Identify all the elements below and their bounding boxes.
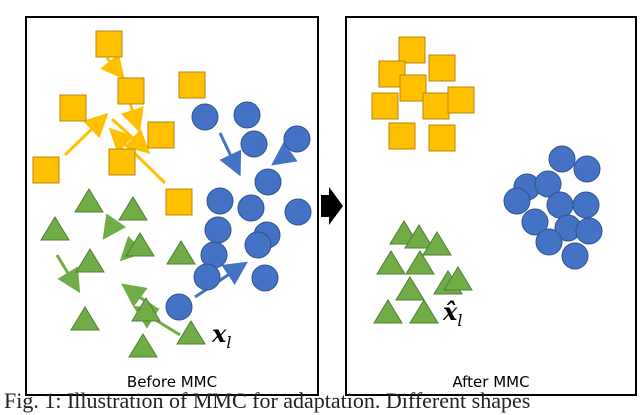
before-squares (32, 30, 206, 216)
square (422, 92, 450, 120)
circle (237, 194, 265, 222)
circle (503, 187, 531, 215)
figure-caption: Fig. 1: Illustration of MMC for adaptati… (4, 388, 531, 413)
arrow-blue (271, 141, 298, 166)
circle (534, 170, 562, 198)
arrow-orange (63, 112, 109, 157)
circle (546, 191, 574, 219)
square (371, 92, 399, 120)
arrow-blue (218, 132, 242, 177)
after-panel-label: After MMC (452, 373, 529, 391)
triangle (373, 299, 403, 324)
square (428, 124, 456, 152)
circle (548, 145, 576, 173)
circle (575, 217, 603, 245)
arrow-orange (108, 127, 167, 185)
before-triangles (40, 188, 206, 358)
circle (191, 103, 219, 131)
arrow-green (102, 213, 127, 240)
after-triangles (373, 220, 473, 324)
square (398, 36, 426, 64)
triangle (74, 188, 104, 213)
triangle (118, 196, 148, 221)
square (147, 121, 175, 149)
after-squares (371, 36, 475, 152)
triangle (376, 250, 406, 275)
before-panel-label: Before MMC (127, 373, 217, 391)
square (32, 156, 60, 184)
arrow-green (55, 254, 81, 294)
triangle (422, 231, 452, 256)
circle (573, 155, 601, 183)
circle (251, 264, 279, 292)
circle (244, 231, 272, 259)
square (428, 54, 456, 82)
square (59, 94, 87, 122)
circle (206, 187, 234, 215)
square (165, 188, 193, 216)
circle (283, 125, 311, 153)
circle (165, 293, 193, 321)
before-panel: xl Before MMC (25, 16, 319, 396)
circle (254, 168, 282, 196)
circle (240, 130, 268, 158)
circle (193, 263, 221, 291)
before-arrows (55, 53, 298, 337)
before-circles (165, 101, 312, 321)
after-point-label: x̂l (442, 297, 462, 330)
circle (572, 191, 600, 219)
square (95, 30, 123, 58)
triangle (395, 276, 425, 301)
square (388, 122, 416, 150)
after-circles (503, 145, 603, 270)
arrow-orange (100, 53, 125, 80)
triangle (125, 232, 155, 257)
square (447, 86, 475, 114)
circle (561, 242, 589, 270)
before-point-label: xl (211, 319, 231, 352)
triangle (404, 224, 434, 249)
circle (284, 198, 312, 226)
circle (521, 208, 549, 236)
triangle (166, 240, 196, 265)
square (117, 77, 145, 105)
triangle (405, 250, 435, 275)
triangle (75, 248, 105, 273)
triangle (443, 266, 473, 291)
square (108, 148, 136, 176)
triangle (128, 333, 158, 358)
triangle (176, 320, 206, 345)
circle (233, 101, 261, 129)
triangle (409, 299, 439, 324)
triangle (40, 216, 70, 241)
circle (204, 216, 232, 244)
triangle (131, 297, 161, 322)
triangle (70, 306, 100, 331)
right-arrow-icon (321, 187, 343, 225)
circle (535, 228, 563, 256)
square (178, 71, 206, 99)
arrow-orange (120, 102, 144, 133)
square (399, 74, 427, 102)
after-panel: x̂l After MMC (345, 16, 637, 396)
